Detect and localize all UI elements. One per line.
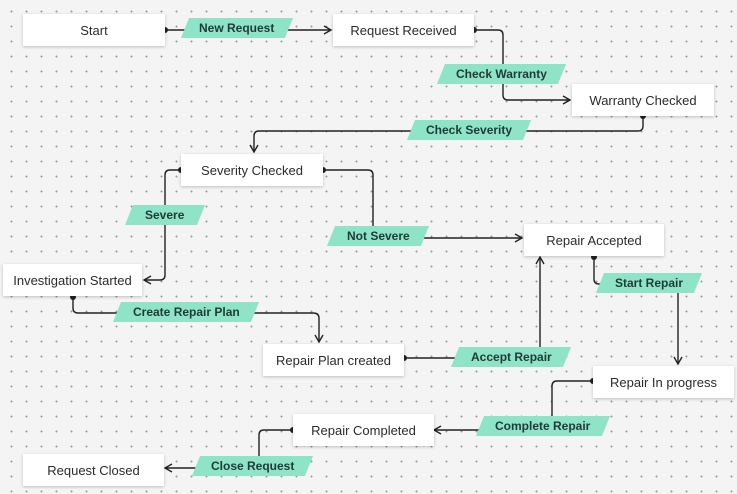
node-label: Start <box>80 22 108 38</box>
transition-text: Close Request <box>210 459 295 473</box>
node-label: Request Closed <box>47 462 140 478</box>
transition-text: Create Repair Plan <box>132 305 240 319</box>
transition-text: Accept Repair <box>470 350 552 364</box>
node-label: Request Received <box>350 22 457 38</box>
node-label: Repair Completed <box>311 422 416 438</box>
node-label: Repair In progress <box>610 374 717 390</box>
node-warranty-checked[interactable]: Warranty Checked <box>572 84 714 116</box>
node-label: Investigation Started <box>13 272 132 288</box>
transition-label-accept-repair[interactable]: Accept Repair <box>450 347 572 367</box>
transition-text: Not Severe <box>346 229 410 243</box>
node-label: Repair Plan created <box>276 352 391 368</box>
transition-text: Check Warranty <box>456 67 547 81</box>
node-request-received[interactable]: Request Received <box>333 14 474 46</box>
transition-text: Check Severity <box>425 123 513 137</box>
node-repair-accepted[interactable]: Repair Accepted <box>524 224 664 256</box>
node-request-closed[interactable]: Request Closed <box>23 454 164 486</box>
node-repair-in-progress[interactable]: Repair In progress <box>593 366 734 398</box>
node-start[interactable]: Start <box>23 14 165 46</box>
transition-label-create-repair-plan[interactable]: Create Repair Plan <box>112 302 260 322</box>
node-repair-completed[interactable]: Repair Completed <box>293 414 434 446</box>
transition-label-check-severity[interactable]: Check Severity <box>406 120 532 140</box>
transition-label-severe[interactable]: Severe <box>124 205 206 225</box>
transition-text: New Request <box>199 21 275 35</box>
node-repair-plan-created[interactable]: Repair Plan created <box>263 344 404 376</box>
transition-label-not-severe[interactable]: Not Severe <box>326 226 430 246</box>
transition-text: Start Repair <box>614 276 684 290</box>
transition-label-new-request[interactable]: New Request <box>180 18 294 38</box>
edge-severe <box>142 169 181 285</box>
transition-label-check-warranty[interactable]: Check Warranty <box>436 64 567 84</box>
node-label: Severity Checked <box>201 162 303 178</box>
transition-label-complete-repair[interactable]: Complete Repair <box>475 416 611 436</box>
transition-label-close-request[interactable]: Close Request <box>191 456 314 476</box>
transition-text: Severe <box>145 208 185 222</box>
edge-accept-repair <box>404 255 545 359</box>
node-investigation-started[interactable]: Investigation Started <box>3 264 142 296</box>
node-label: Warranty Checked <box>589 92 697 108</box>
transition-label-start-repair[interactable]: Start Repair <box>595 273 703 293</box>
transition-text: Complete Repair <box>495 419 591 433</box>
node-severity-checked[interactable]: Severity Checked <box>181 154 323 186</box>
node-label: Repair Accepted <box>546 232 642 248</box>
